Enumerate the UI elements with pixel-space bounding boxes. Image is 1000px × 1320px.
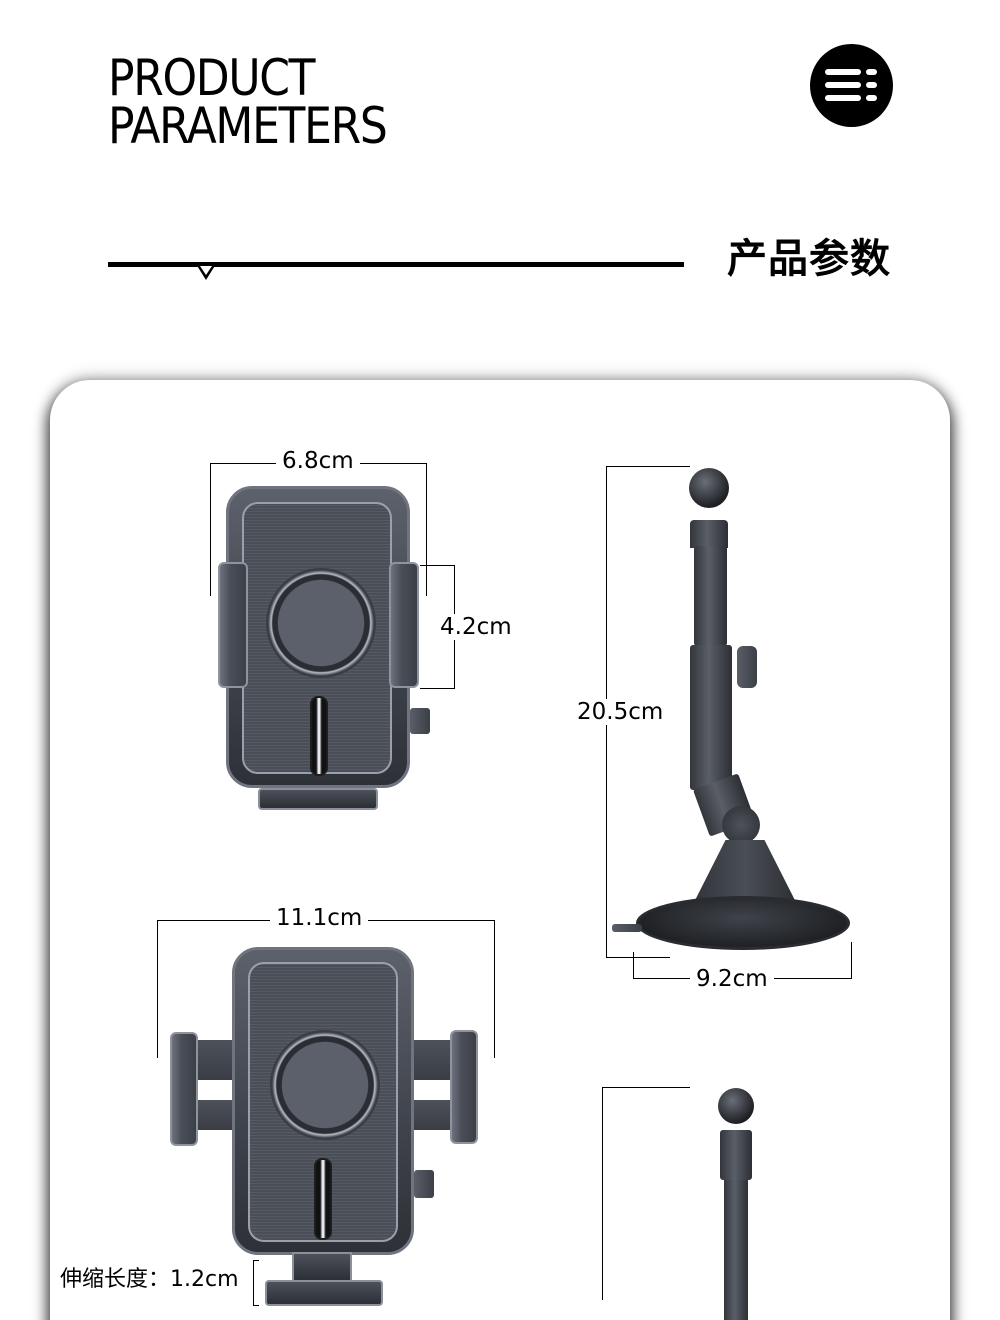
extend-length-label: 伸缩长度：1.2cm <box>60 1267 239 1292</box>
page-title: PRODUCT PARAMETERS <box>108 49 388 155</box>
width-closed-label: 6.8cm <box>276 448 360 474</box>
section-divider <box>108 262 684 267</box>
base-width-label: 9.2cm <box>690 966 774 992</box>
title-line-2: PARAMETERS <box>108 97 388 155</box>
section-title-cn: 产品参数 <box>727 235 891 282</box>
clamp-height-label: 4.2cm <box>434 614 518 640</box>
title-line-1: PRODUCT <box>108 49 316 107</box>
height-label: 20.5cm <box>571 699 670 725</box>
parameters-card <box>50 380 950 1320</box>
width-open-label: 11.1cm <box>270 905 369 931</box>
menu-button[interactable] <box>810 44 893 127</box>
